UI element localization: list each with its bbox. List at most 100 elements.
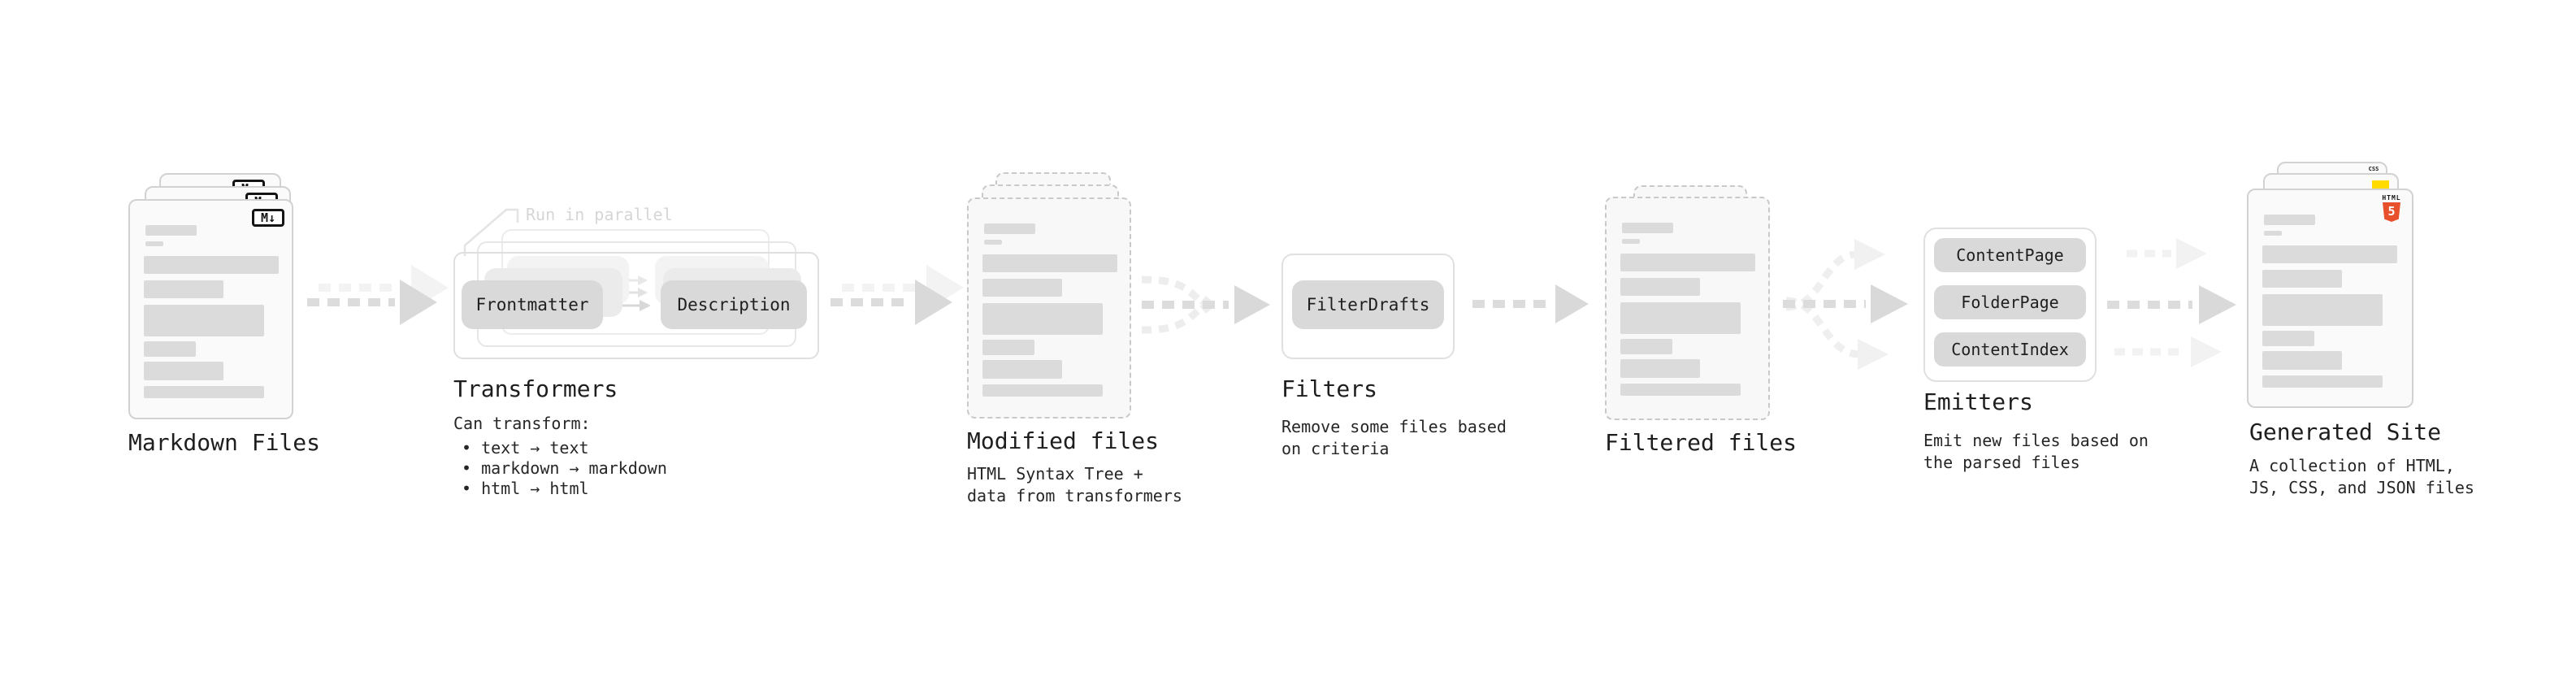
- arrow-emitters-to-site-bottom: [2114, 336, 2222, 367]
- transformer-pill-frontmatter: Frontmatter: [462, 280, 603, 329]
- transformers-detail-line: • html → html: [462, 479, 589, 498]
- placeholder-line: [144, 386, 264, 398]
- arrow-merge-modified-to-filters: [1141, 275, 1270, 334]
- stage-title-emitters: Emitters: [1923, 388, 2033, 415]
- merge-curve-bottom: [1141, 293, 1214, 334]
- placeholder-line: [1622, 223, 1673, 233]
- markdown-icon: M↓: [252, 209, 284, 227]
- placeholder-line: [984, 240, 1002, 245]
- placeholder-line: [145, 225, 197, 236]
- placeholder-line: [1620, 254, 1755, 271]
- modified-files-detail-line: HTML Syntax Tree +: [967, 464, 1143, 484]
- stage-title-filtered-files: Filtered files: [1605, 429, 1798, 456]
- placeholder-line: [1622, 239, 1640, 244]
- stage-title-modified-files: Modified files: [967, 427, 1160, 454]
- document-placeholder-lines: [2249, 190, 2412, 406]
- emitters-detail-line: Emit new files based on: [1923, 431, 2149, 450]
- markdown-file-card-front: M↓: [128, 199, 293, 419]
- arrow-head: [1555, 284, 1589, 323]
- placeholder-line: [144, 280, 223, 298]
- emitter-pill-contentpage: ContentPage: [1934, 238, 2086, 272]
- placeholder-line: [1620, 384, 1741, 396]
- placeholder-line: [982, 360, 1062, 379]
- merge-curve-top: [1141, 275, 1214, 316]
- stage-title-markdown-files: Markdown Files: [128, 429, 321, 456]
- placeholder-line: [982, 340, 1034, 355]
- placeholder-line: [982, 279, 1062, 297]
- transformers-detail-line: Can transform:: [453, 414, 591, 433]
- placeholder-line: [1620, 359, 1700, 378]
- arrow-fanout-filtered-to-emitters: [1783, 239, 1908, 370]
- placeholder-line: [2262, 375, 2383, 388]
- emitter-pill-contentindex: ContentIndex: [1934, 332, 2086, 367]
- transformer-box-front: [453, 252, 819, 359]
- placeholder-line: [144, 256, 279, 274]
- placeholder-line: [1620, 302, 1741, 334]
- placeholder-line: [982, 303, 1103, 335]
- html5-icon: HTML 5: [2381, 194, 2402, 222]
- arrow-head: [2176, 238, 2207, 269]
- placeholder-line: [982, 254, 1117, 272]
- arrow-filters-to-filtered: [1472, 284, 1589, 323]
- stage-title-transformers: Transformers: [453, 375, 618, 402]
- stage-title-generated-site: Generated Site: [2249, 419, 2442, 445]
- fan-head-top: [1854, 239, 1885, 270]
- arrow-head: [2199, 285, 2236, 324]
- arrow-ghost-transformers-to-modified: [842, 265, 964, 310]
- placeholder-line: [1620, 339, 1672, 354]
- arrow-head: [411, 265, 449, 310]
- transformers-detail-line: • markdown → markdown: [462, 458, 667, 478]
- site-file-card-html: HTML 5: [2247, 189, 2413, 408]
- placeholder-line: [144, 341, 196, 357]
- css-icon-label: CSS: [2368, 166, 2379, 172]
- emitters-detail-line: the parsed files: [1923, 453, 2080, 472]
- transformer-pill-description: Description: [661, 280, 807, 329]
- arrow-transformers-to-modified: [830, 280, 952, 325]
- filtered-file-card-front: [1605, 197, 1770, 420]
- placeholder-line: [2262, 270, 2342, 288]
- document-placeholder-lines: [969, 199, 1130, 417]
- placeholder-line: [145, 241, 163, 246]
- placeholder-line: [984, 223, 1035, 234]
- placeholder-line: [2262, 294, 2383, 326]
- modified-file-card-front: [967, 197, 1131, 419]
- placeholder-line: [2264, 231, 2282, 236]
- placeholder-line: [982, 384, 1103, 397]
- placeholder-line: [2262, 245, 2397, 263]
- filters-detail-line: Remove some files based: [1281, 417, 1507, 436]
- emitter-pill-folderpage: FolderPage: [1934, 285, 2086, 319]
- arrow-ghost-markdown-to-transformers: [319, 265, 449, 310]
- placeholder-line: [144, 305, 264, 336]
- arrow-markdown-to-transformers: [307, 280, 437, 325]
- filter-pill-filterdrafts: FilterDrafts: [1292, 280, 1444, 329]
- arrow-head: [915, 280, 952, 325]
- fan-curve-bottom: [1785, 297, 1860, 358]
- placeholder-line: [1620, 278, 1700, 296]
- filters-detail-line: on criteria: [1281, 439, 1390, 458]
- fan-head-bottom: [1858, 339, 1889, 370]
- fan-curve-top: [1785, 250, 1857, 311]
- modified-files-detail-line: data from transformers: [967, 486, 1182, 505]
- placeholder-line: [2262, 331, 2314, 346]
- javascript-file-icon: [2372, 180, 2389, 189]
- arrow-head: [1871, 284, 1908, 323]
- placeholder-line: [144, 362, 223, 380]
- placeholder-line: [2264, 215, 2315, 225]
- arrow-head: [1234, 285, 1270, 324]
- document-placeholder-lines: [1607, 198, 1768, 419]
- document-placeholder-lines: [130, 201, 292, 418]
- html5-icon-label: HTML: [2382, 194, 2401, 202]
- placeholder-line: [2262, 351, 2342, 370]
- generated-site-detail-line: JS, CSS, and JSON files: [2249, 478, 2474, 497]
- transformers-detail-line: • text → text: [462, 438, 589, 458]
- run-in-parallel-note: Run in parallel: [526, 205, 673, 224]
- html5-icon-shield: 5: [2383, 202, 2400, 222]
- stage-title-filters: Filters: [1281, 375, 1378, 402]
- markdown-icon-label: M↓: [260, 210, 276, 225]
- arrow-emitters-to-site-top: [2127, 238, 2207, 269]
- arrow-head: [2191, 336, 2222, 367]
- generated-site-detail-line: A collection of HTML,: [2249, 456, 2455, 475]
- arrow-head: [400, 280, 437, 325]
- arrow-head: [926, 265, 964, 310]
